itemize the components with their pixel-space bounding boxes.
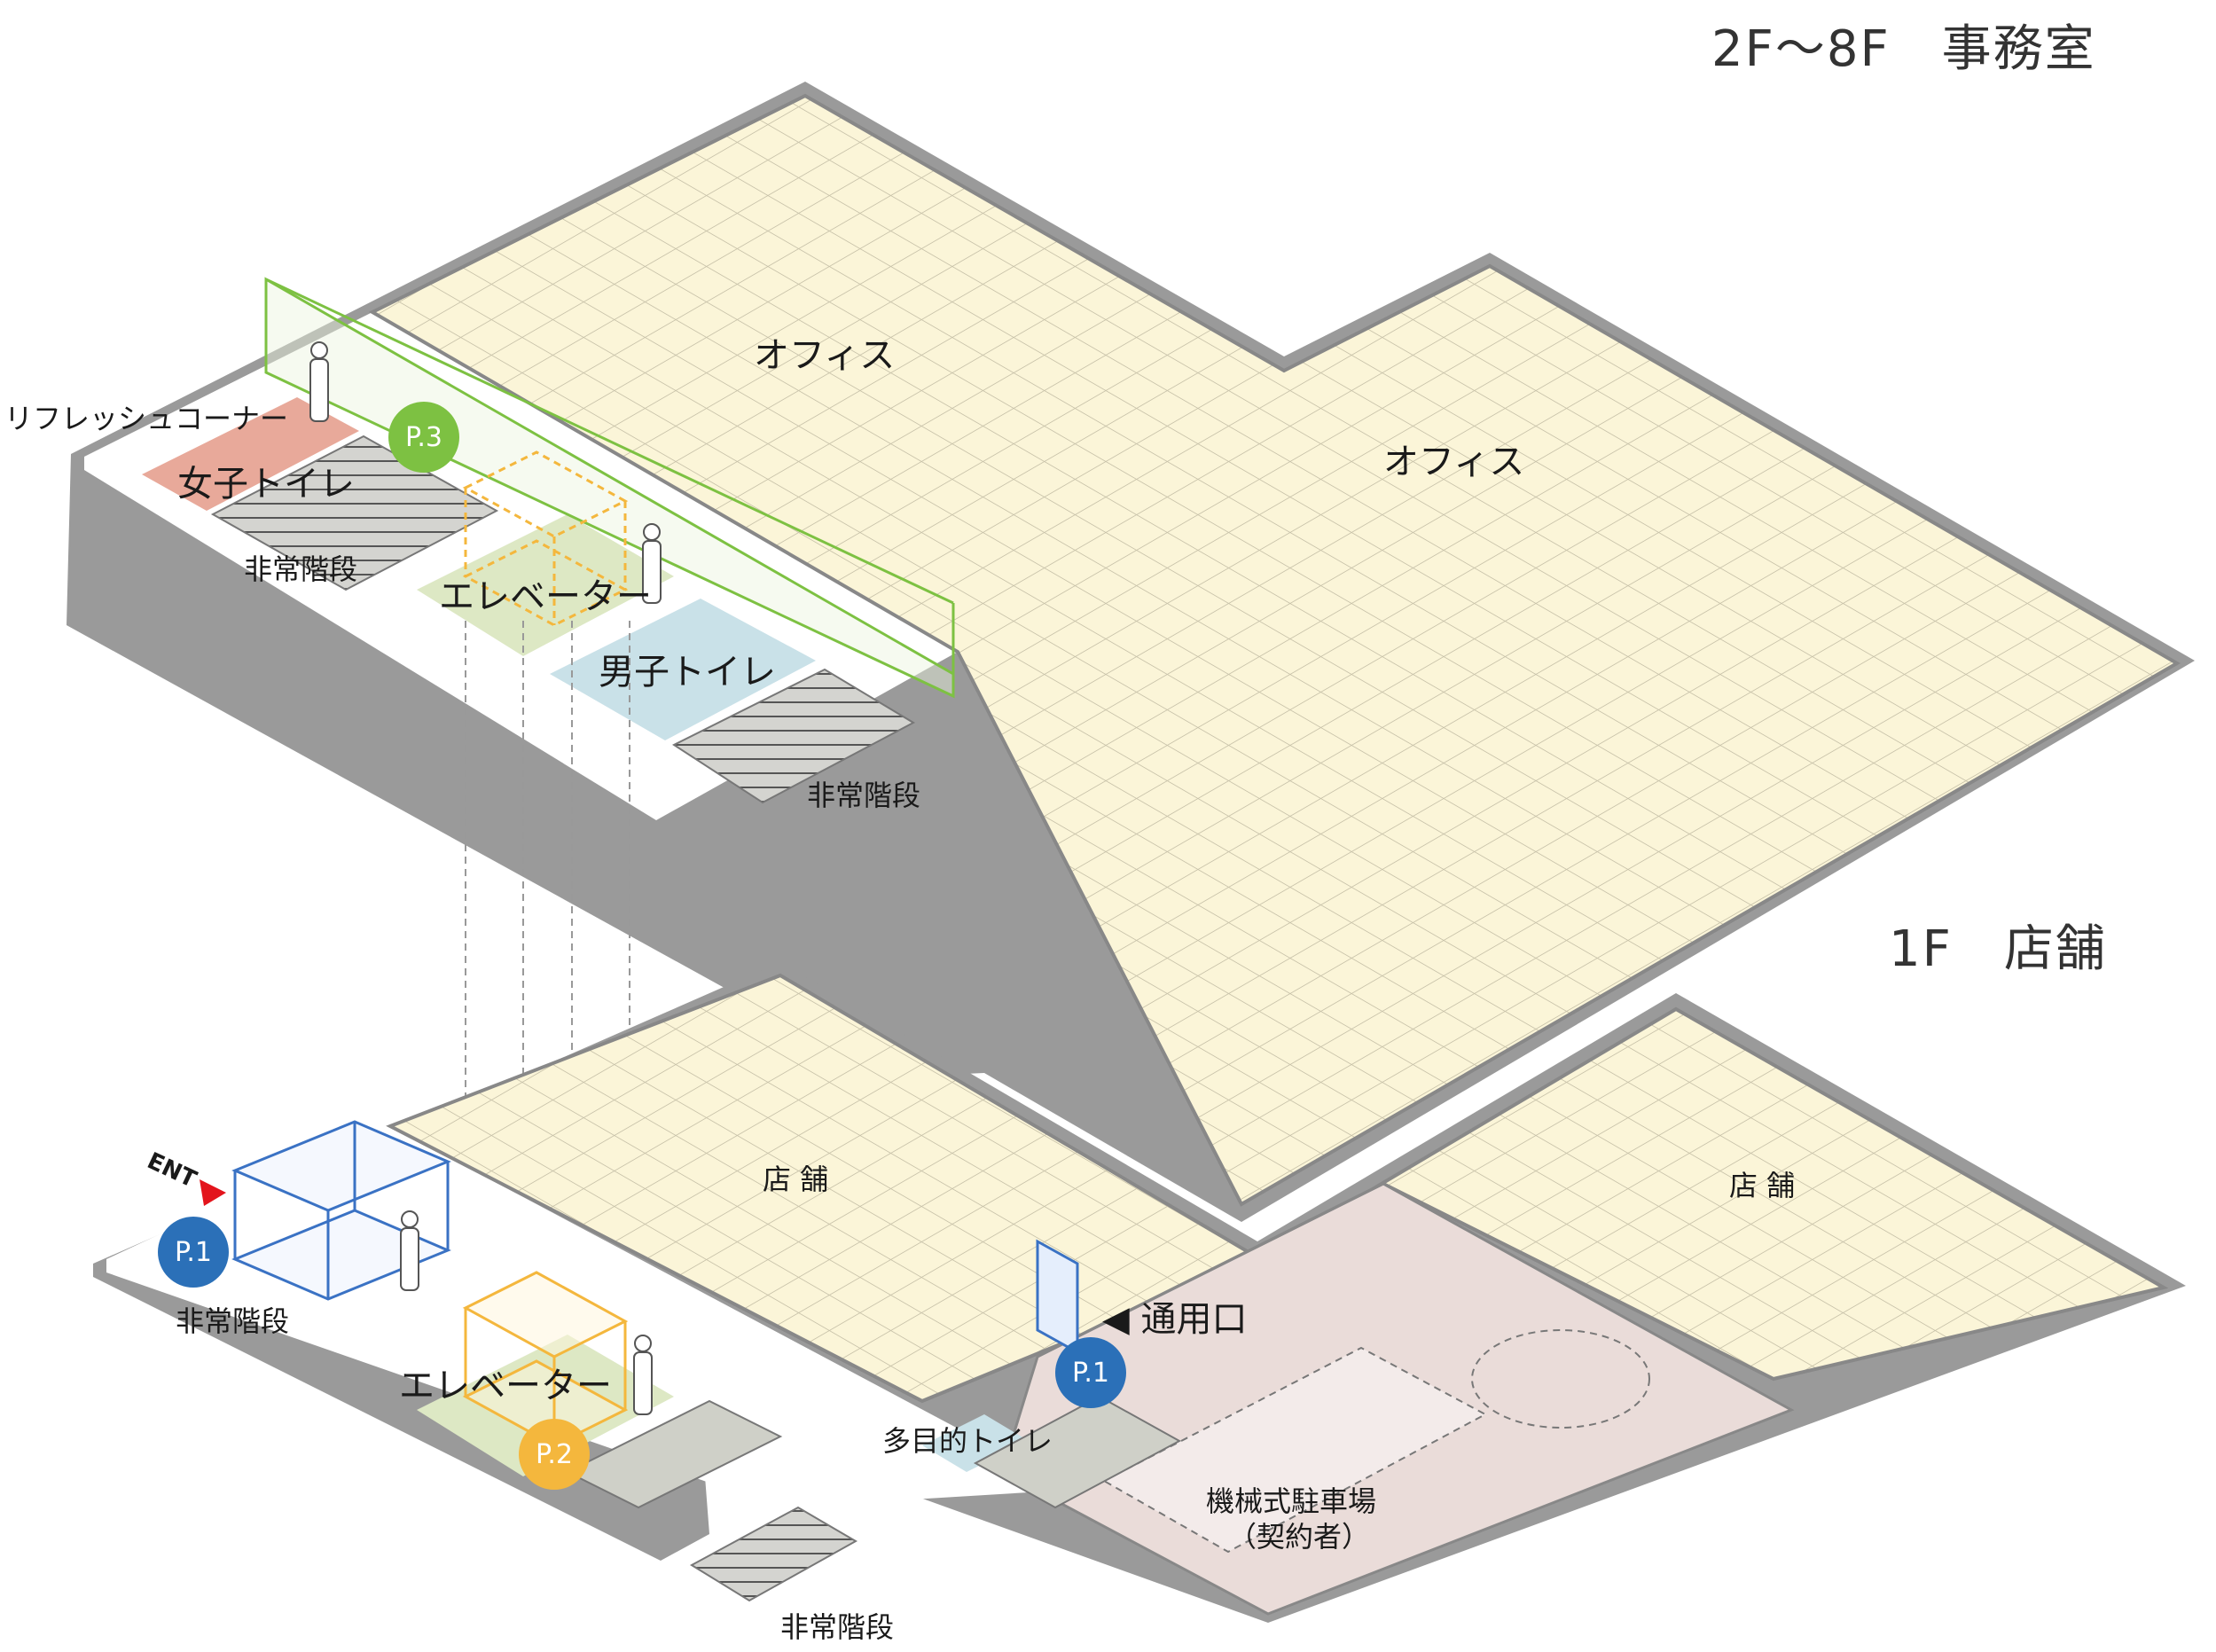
emergency-stairs-lower-b — [690, 1506, 858, 1602]
emergency-stairs-lower-b-label: 非常階段 — [780, 1610, 895, 1644]
entrance-glass-box — [231, 1120, 451, 1301]
office-label-b: オフィス — [1383, 442, 1525, 482]
parking-label-line1: 機械式駐車場 — [1206, 1484, 1377, 1518]
upper-office-floor — [368, 93, 2181, 1207]
emergency-stairs-upper-b-label: 非常階段 — [807, 779, 921, 812]
womens-toilet-area — [142, 397, 359, 511]
lower-floor-title: 1F 店舗 — [1889, 920, 2107, 978]
badge-p2-elevator[interactable]: P.2 — [519, 1419, 590, 1490]
store-floor — [386, 973, 2169, 1404]
multipurpose-toilet-area — [922, 1414, 1029, 1472]
mens-toilet-area — [550, 599, 816, 740]
service-entrance-label: ◀ 通用口 — [1102, 1299, 1248, 1340]
emergency-stairs-lower-a-label: 非常階段 — [176, 1304, 290, 1338]
badge-p1-entrance[interactable]: P.1 — [158, 1217, 229, 1288]
elevator-shaft-lower — [462, 1271, 629, 1447]
badge-p1-service[interactable]: P.1 — [1055, 1337, 1126, 1408]
refresh-corner-label: リフレッシュコーナー — [4, 402, 289, 435]
elevator-hall-upper — [417, 514, 674, 656]
elevator-upper-label: エレベーター — [439, 576, 652, 617]
emergency-stairs-upper-b — [671, 668, 916, 804]
womens-toilet-label: 女子トイレ — [177, 464, 355, 505]
turntable — [1471, 1329, 1650, 1429]
store-label-a: 店 舗 — [763, 1163, 829, 1196]
parking-label-line2: （契約者） — [1228, 1520, 1371, 1554]
person-figure — [309, 341, 662, 604]
emergency-stairs-upper-a — [210, 435, 499, 591]
entrance-arrow — [200, 1179, 226, 1206]
upper-floor-title: 2F〜8F 事務室 — [1711, 20, 2096, 78]
person-figure-lower — [400, 1210, 653, 1415]
elevator-lower-label: エレベーター — [399, 1366, 612, 1406]
elevator-shaft-upper — [462, 450, 629, 627]
lower-floor — [93, 962, 2186, 1623]
service-rooms-right — [973, 1395, 1182, 1509]
store-label-b: 店 舗 — [1729, 1169, 1796, 1202]
multipurpose-toilet-label: 多目的トイレ — [882, 1424, 1053, 1458]
badge-p3[interactable]: P.3 — [388, 402, 459, 473]
office-label-a: オフィス — [754, 335, 896, 376]
upper-floor — [67, 82, 2195, 1222]
mens-toilet-label: 男子トイレ — [599, 652, 776, 693]
service-rooms — [565, 1399, 783, 1509]
emergency-stairs-upper-a-label: 非常階段 — [244, 552, 358, 586]
parking-inner — [1101, 1346, 1488, 1554]
